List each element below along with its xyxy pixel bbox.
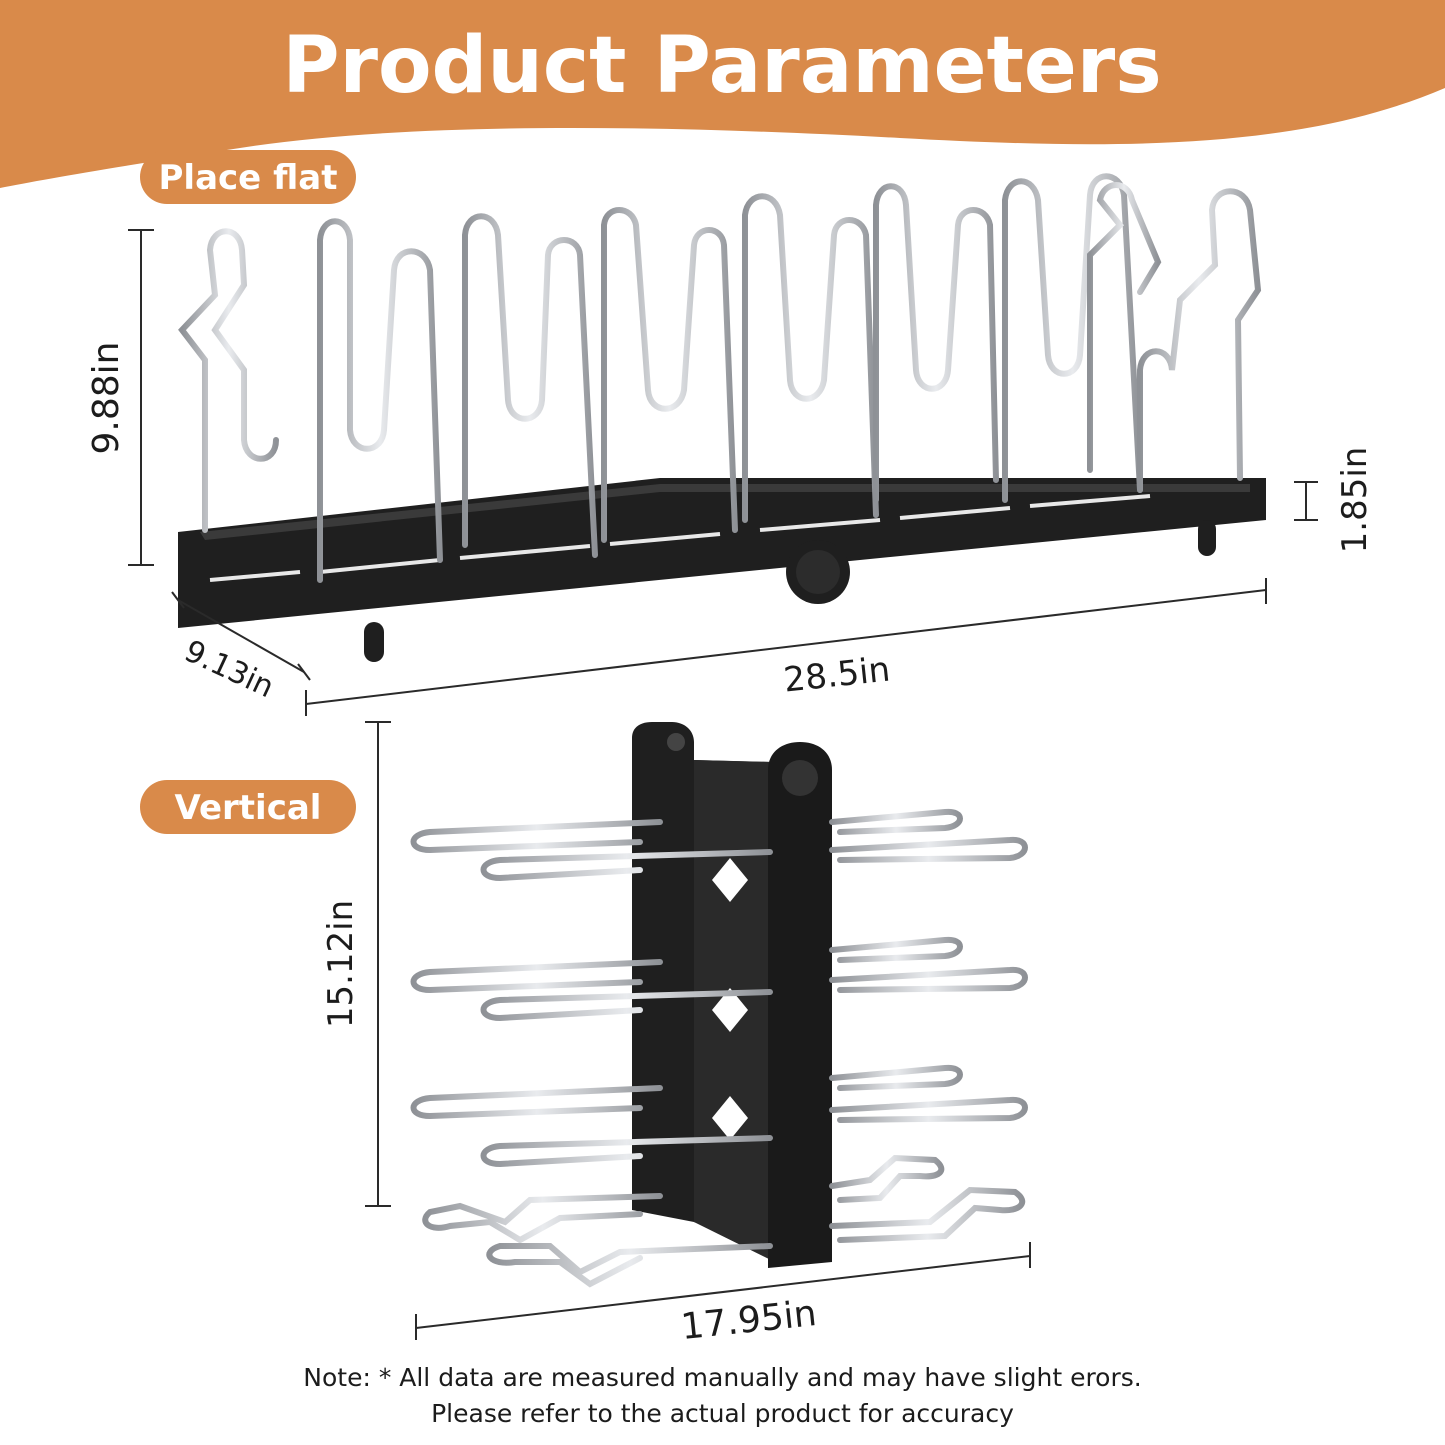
vertical-wire-dividers	[410, 808, 1028, 1288]
place-flat-label: Place flat	[159, 158, 338, 198]
vertical-rack	[365, 721, 1031, 1340]
flat-height-label: 9.88in	[86, 342, 127, 455]
vertical-width-label: 17.95in	[679, 1293, 818, 1348]
vertical-back-screw	[667, 733, 685, 751]
page-title: Product Parameters	[282, 21, 1161, 111]
flat-rack	[128, 173, 1318, 716]
vertical-pill	[140, 780, 356, 834]
flat-foot-left	[364, 622, 384, 662]
flat-hinge-knob-inner	[796, 550, 840, 594]
flat-tray	[178, 478, 1266, 628]
vertical-dimension-lines	[365, 721, 1031, 1340]
place-flat-pill	[140, 150, 356, 204]
flat-dimension-lines	[128, 229, 1318, 716]
flat-depth-label: 9.13in	[179, 634, 279, 706]
header-band	[0, 0, 1445, 188]
vertical-panel-cutouts	[712, 858, 748, 1140]
vertical-label: Vertical	[175, 788, 322, 828]
vertical-front-post	[768, 742, 832, 1268]
note-line-2: Please refer to the actual product for a…	[431, 1399, 1014, 1428]
note-line-1: Note: * All data are measured manually a…	[303, 1363, 1142, 1392]
flat-tray-top	[200, 484, 1250, 540]
flat-foot-right	[1198, 520, 1216, 556]
flat-wire-dividers	[178, 173, 1262, 583]
flat-tray-slats	[209, 494, 1151, 582]
vertical-height-label: 15.12in	[321, 900, 361, 1028]
flat-length-label: 28.5in	[782, 650, 892, 701]
flat-tray-height-label: 1.85in	[1335, 447, 1375, 554]
vertical-post-knob	[782, 760, 818, 796]
